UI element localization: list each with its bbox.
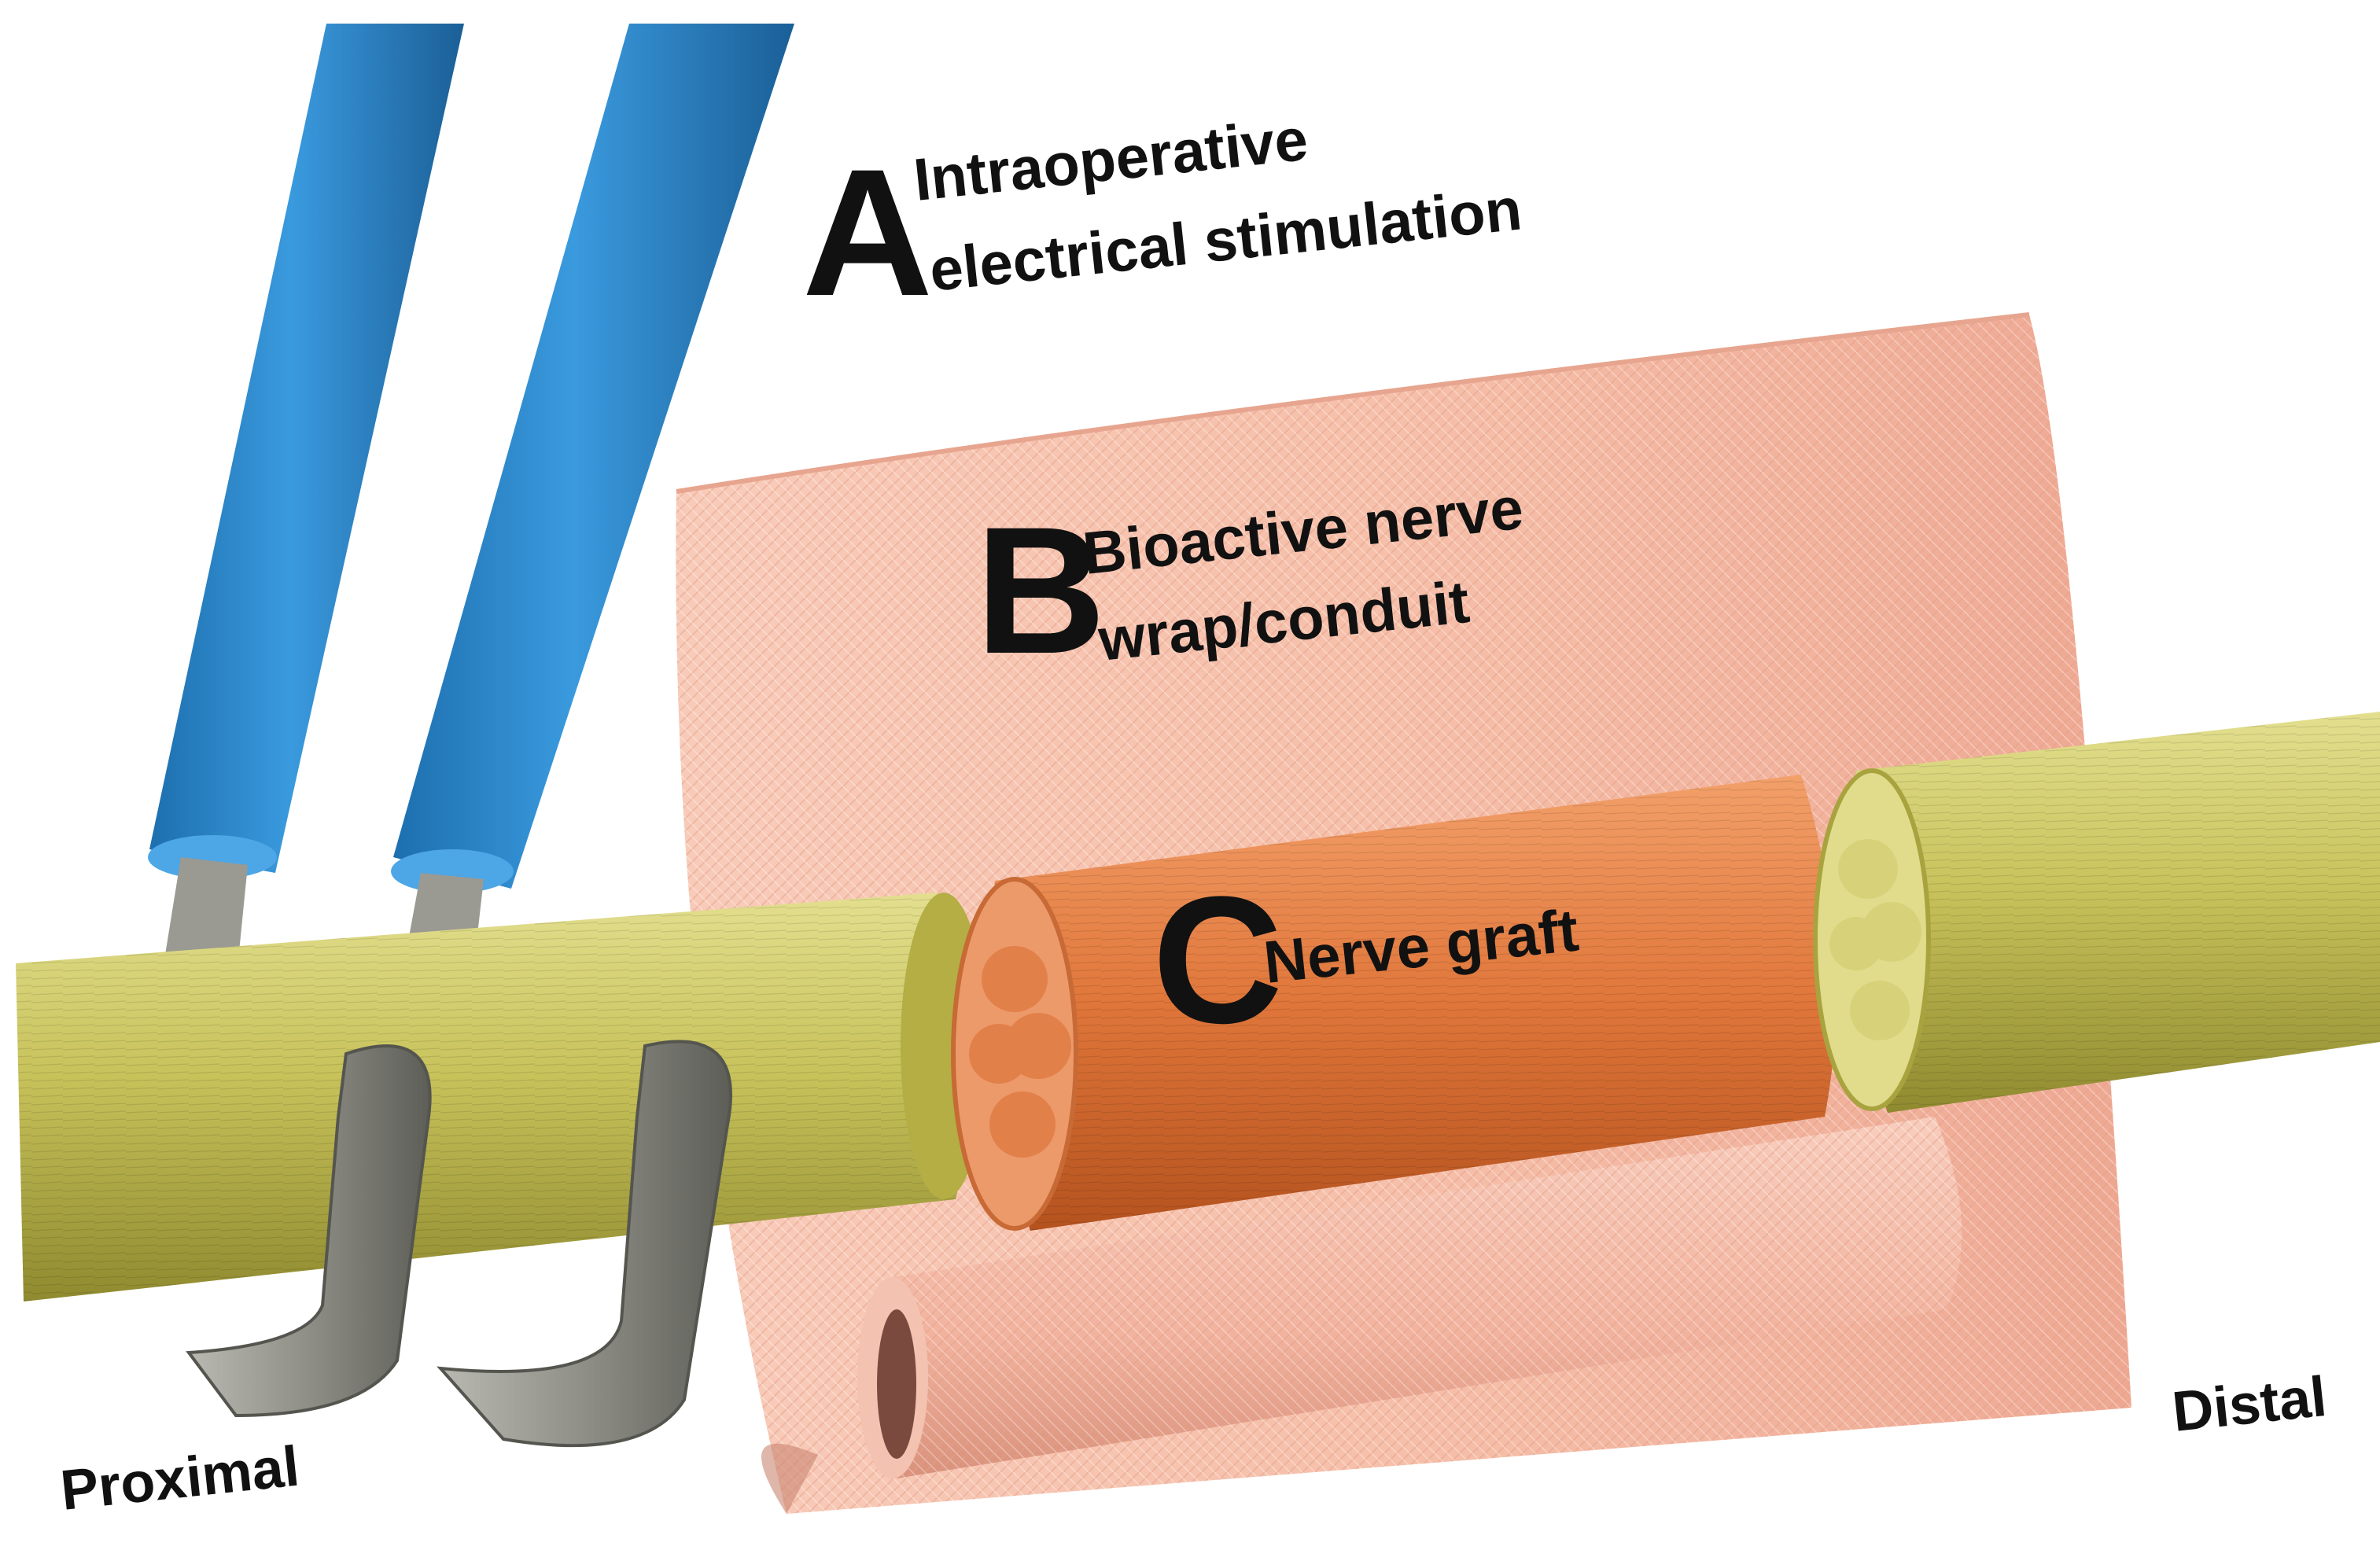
label-a-letter: A xyxy=(802,131,933,333)
label-distal: Distal xyxy=(2169,1365,2329,1444)
label-proximal: Proximal xyxy=(57,1435,302,1522)
electrode-hooks xyxy=(186,1040,732,1448)
conduit-tube xyxy=(857,1117,1962,1478)
label-c-letter: C xyxy=(1152,859,1283,1061)
label-a-line1: Intraoperative xyxy=(911,106,1311,214)
proximal-nerve xyxy=(16,893,987,1301)
distal-nerve xyxy=(1813,712,2380,1113)
label-b-letter: B xyxy=(975,489,1106,691)
nerve-graft xyxy=(951,775,1837,1231)
